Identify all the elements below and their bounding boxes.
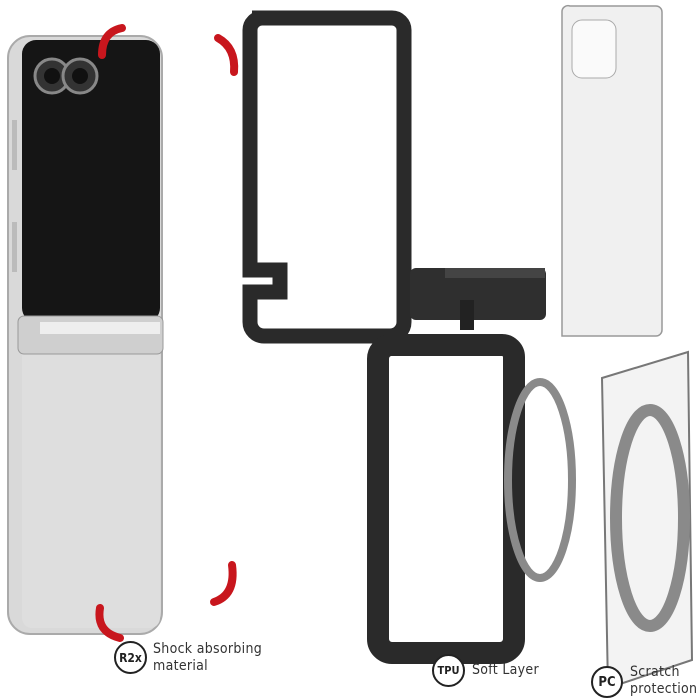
magnetic-ring [504,378,576,582]
feature-label-line: protection [630,681,698,697]
feature-label-line: Shock absorbing [153,641,263,657]
r2x-badge-icon: R2x [114,641,147,674]
bottom-tpu-frame [367,334,525,664]
phone-image [7,35,164,635]
feature-label-shock: Shock absorbing material [153,641,262,675]
top-tpu-frame [242,10,412,344]
pc-badge-icon: PC [591,666,623,698]
feature-label-tpu: Soft Layer [472,662,539,678]
pc-bottom-plate [600,350,694,690]
pc-back-plate [561,4,663,337]
feature-label-line: Scratch [630,664,680,680]
feature-label-pc: Scratch protection [630,664,697,698]
shock-bumpers [95,24,239,642]
hinge-cover [410,268,546,330]
feature-label-line: material [153,658,208,674]
tpu-badge-icon: TPU [432,654,465,687]
